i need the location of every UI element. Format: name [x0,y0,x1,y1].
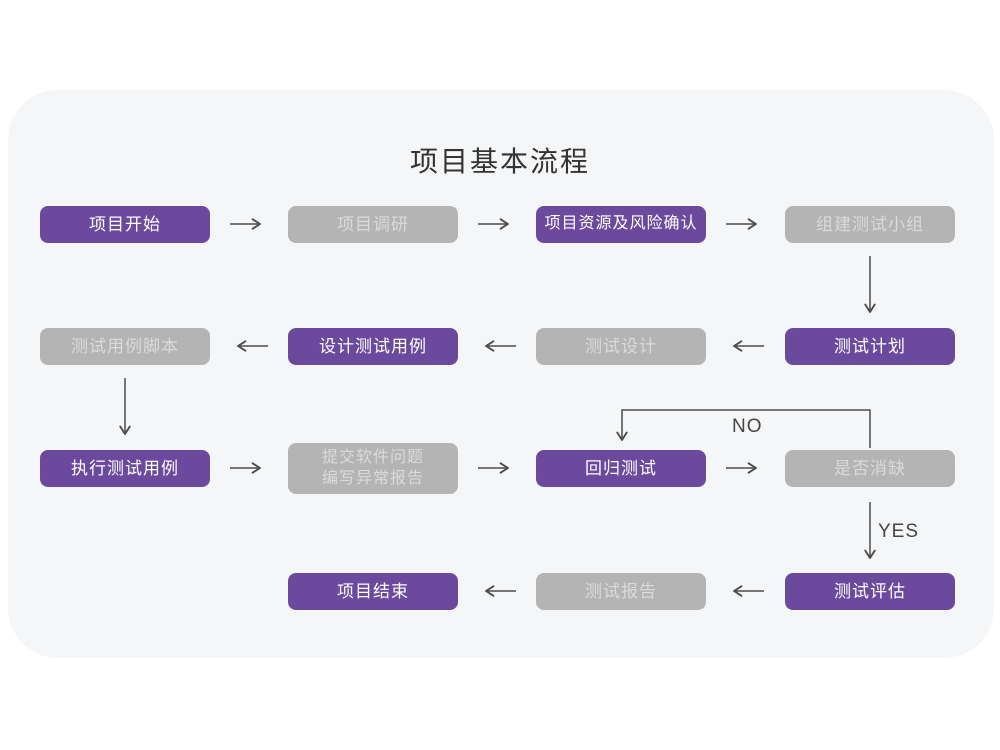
node-project-research: 项目调研 [288,206,458,243]
node-regression-test: 回归测试 [536,450,706,487]
edge-label-yes: YES [878,521,920,542]
node-test-plan: 测试计划 [785,328,955,365]
node-test-case-script: 测试用例脚本 [40,328,210,365]
node-test-design: 测试设计 [536,328,706,365]
edge-label-no: NO [732,416,763,437]
node-resource-risk-confirm: 项目资源及风险确认 [536,206,706,243]
node-test-evaluation: 测试评估 [785,573,955,610]
flowchart-card [8,90,994,658]
node-test-report: 测试报告 [536,573,706,610]
node-submit-issue-report: 提交软件问题 编写异常报告 [288,443,458,494]
node-project-end: 项目结束 [288,573,458,610]
node-design-test-case: 设计测试用例 [288,328,458,365]
node-execute-test-case: 执行测试用例 [40,450,210,487]
node-project-start: 项目开始 [40,206,210,243]
node-build-test-team: 组建测试小组 [785,206,955,243]
node-defect-cleared: 是否消缺 [785,450,955,487]
diagram-title: 项目基本流程 [409,146,590,177]
